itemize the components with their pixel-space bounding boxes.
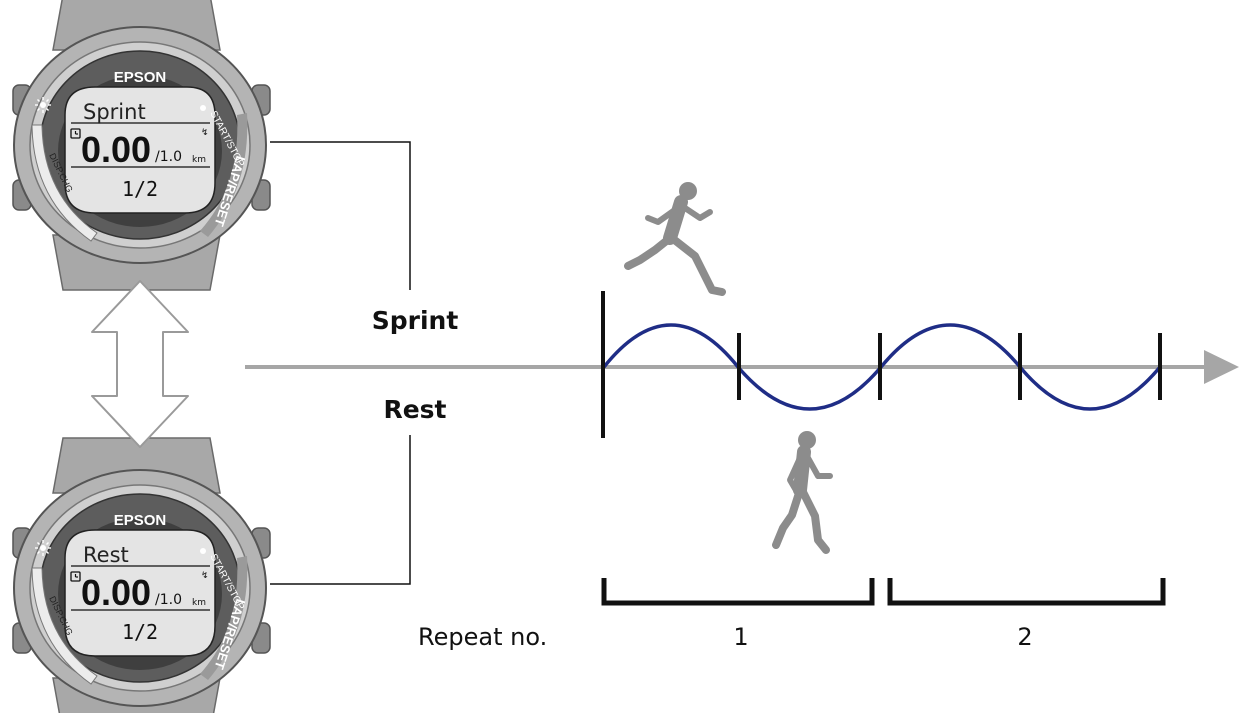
sun-icon <box>35 540 51 556</box>
double-headed-arrow-icon <box>91 280 189 448</box>
lcd-repeat: 1/2 <box>122 620 158 644</box>
lcd-target: /1.0 <box>155 149 182 165</box>
repeat-number-1: 1 <box>733 623 748 651</box>
button-dot <box>200 105 206 111</box>
repeat-bracket-2 <box>887 578 1166 606</box>
sprinting-runner-icon <box>624 182 726 296</box>
watch-brand: EPSON <box>114 69 167 86</box>
lcd-mode: Rest <box>83 543 129 567</box>
lcd-unit: km <box>192 155 206 165</box>
sun-icon <box>35 97 51 113</box>
signal-icon: ↯ <box>201 128 209 138</box>
button-dot <box>200 548 206 554</box>
signal-icon: ↯ <box>201 571 209 581</box>
repeat-bracket-1 <box>601 578 875 606</box>
lcd-unit: km <box>192 598 206 608</box>
axis-arrowhead <box>1204 350 1239 384</box>
watch-bottom: EPSON Rest 0.00 /1.0 km ↯ 1/2 START/STOP… <box>12 437 271 713</box>
lcd-value: 0.00 <box>81 572 151 613</box>
connector-bottom <box>270 435 411 585</box>
lcd-target: /1.0 <box>155 592 182 608</box>
lcd-mode: Sprint <box>83 100 146 124</box>
connector-top <box>270 141 411 290</box>
lcd-repeat: 1/2 <box>122 177 158 201</box>
jogging-runner-icon <box>772 431 833 554</box>
repeat-number-2: 2 <box>1017 623 1032 651</box>
repeat-no-label: Repeat no. <box>418 623 547 651</box>
sprint-label: Sprint <box>372 306 459 335</box>
watch-brand: EPSON <box>114 512 167 529</box>
lcd-value: 0.00 <box>81 129 151 170</box>
watch-top: EPSON Sprint 0.00 /1.0 km ↯ 1/2 START/ST… <box>12 0 271 291</box>
rest-label: Rest <box>383 395 446 424</box>
